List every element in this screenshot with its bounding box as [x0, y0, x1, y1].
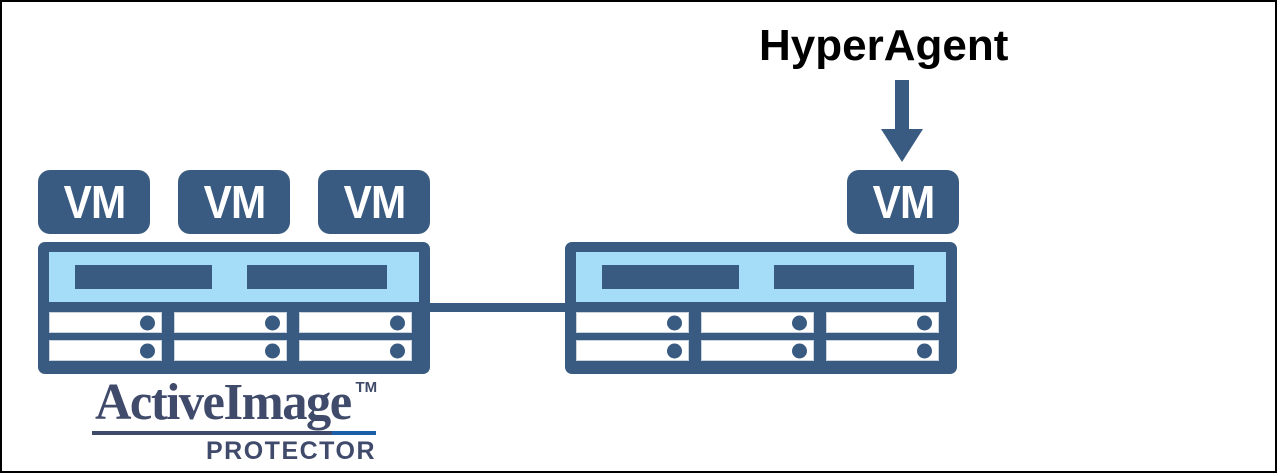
drive-led-icon — [265, 343, 280, 358]
drive-bay-row — [49, 312, 419, 333]
hyperagent-label: HyperAgent — [759, 21, 1009, 70]
drive-bay — [576, 340, 689, 361]
logo-subtitle: PROTECTOR — [206, 437, 376, 465]
drive-led-icon — [667, 343, 682, 358]
hyperagent-arrow-shaft — [895, 80, 909, 132]
drive-bay — [49, 312, 162, 333]
vm-chip-left-2[interactable]: VM — [178, 170, 290, 234]
server-faceplate — [576, 252, 946, 302]
logo-wordmark-row: ActiveImage TM — [84, 376, 384, 430]
drive-led-icon — [792, 343, 807, 358]
drive-bay-row — [576, 312, 946, 333]
server-slot-2 — [774, 265, 914, 289]
vm-chip-left-3[interactable]: VM — [318, 170, 430, 234]
server-slot-1 — [75, 265, 212, 289]
drive-led-icon — [390, 343, 405, 358]
logo-divider-accent — [332, 431, 376, 435]
server-faceplate — [49, 252, 419, 302]
drive-bay — [576, 312, 689, 333]
logo-divider — [84, 431, 384, 436]
drive-bay — [174, 312, 287, 333]
drive-bay — [701, 312, 814, 333]
vm-chip-label: VM — [203, 176, 266, 228]
drive-led-icon — [917, 343, 932, 358]
server-slot-2 — [247, 265, 387, 289]
logo-wordmark: ActiveImage — [94, 374, 352, 431]
server-chassis-left[interactable] — [38, 242, 430, 374]
logo-divider-navy — [92, 431, 332, 435]
drive-bay-row — [576, 340, 946, 361]
drive-bay — [299, 340, 412, 361]
server-drive-bays — [49, 312, 419, 361]
vm-chip-label: VM — [872, 176, 935, 228]
drive-led-icon — [792, 315, 807, 330]
drive-bay-row — [49, 340, 419, 361]
drive-led-icon — [917, 315, 932, 330]
drive-bay — [49, 340, 162, 361]
drive-bay — [826, 312, 939, 333]
drive-led-icon — [390, 315, 405, 330]
drive-bay — [701, 340, 814, 361]
drive-led-icon — [265, 315, 280, 330]
server-drive-bays — [576, 312, 946, 361]
drive-led-icon — [140, 315, 155, 330]
vm-chip-label: VM — [63, 176, 126, 228]
drive-bay — [299, 312, 412, 333]
server-chassis-right[interactable] — [565, 242, 957, 374]
hyperagent-arrow-head — [881, 129, 923, 162]
drive-led-icon — [667, 315, 682, 330]
drive-bay — [174, 340, 287, 361]
trademark-icon: TM — [355, 379, 378, 396]
activeimage-protector-logo: ActiveImage TM PROTECTOR — [84, 376, 384, 465]
server-slot-1 — [602, 265, 739, 289]
network-link — [426, 303, 569, 312]
vm-chip-right-1[interactable]: VM — [847, 170, 959, 234]
vm-chip-label: VM — [343, 176, 406, 228]
drive-bay — [826, 340, 939, 361]
drive-led-icon — [140, 343, 155, 358]
vm-chip-left-1[interactable]: VM — [38, 170, 150, 234]
